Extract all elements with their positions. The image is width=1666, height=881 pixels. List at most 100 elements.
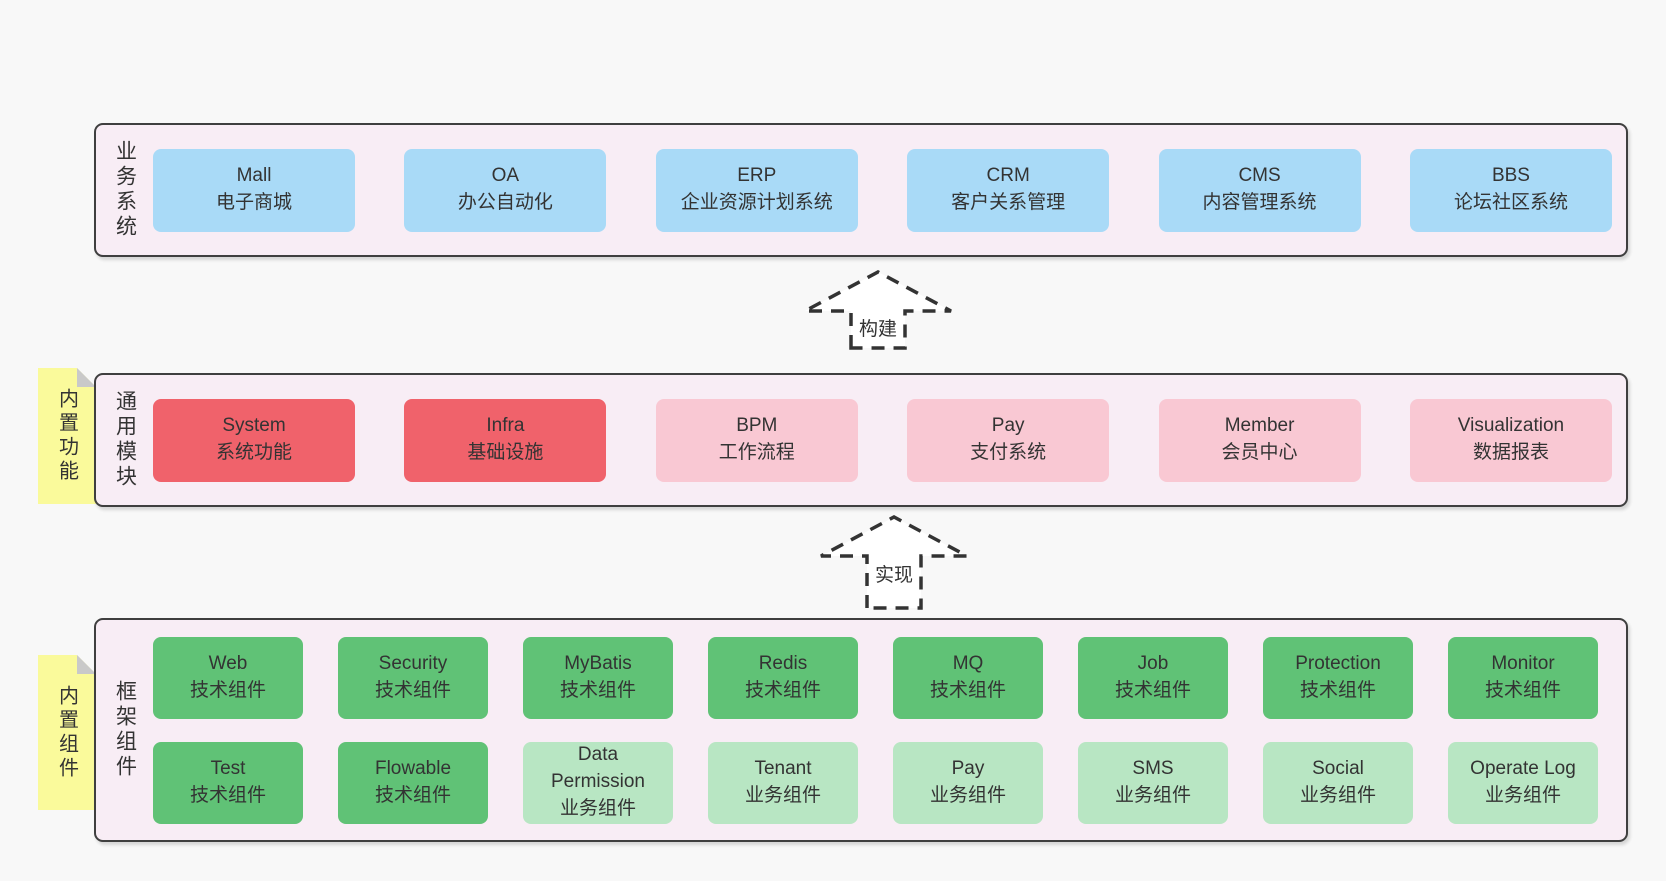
box-subtitle: 业务组件	[929, 784, 1006, 806]
box-flowable: Flowable 技术组件	[338, 741, 488, 824]
box-pay-system: Pay 支付系统	[907, 398, 1110, 482]
box-title: Web	[208, 652, 248, 674]
box-subtitle: 技术组件	[929, 679, 1006, 701]
box-mall: Mall 电子商城	[153, 148, 355, 232]
sticky-label: 内置组件	[55, 684, 78, 781]
box-monitor: Monitor 技术组件	[1448, 636, 1598, 719]
box-title: Monitor	[1491, 652, 1555, 674]
box-title: SMS	[1132, 757, 1174, 779]
box-subtitle: 技术组件	[189, 784, 266, 806]
box-web: Web 技术组件	[153, 636, 303, 719]
box-subtitle: 办公自动化	[457, 192, 553, 213]
box-subtitle: 客户关系管理	[951, 192, 1066, 213]
box-erp: ERP 企业资源计划系统	[655, 148, 858, 232]
box-redis: Redis 技术组件	[708, 636, 858, 719]
box-title: Pay	[951, 757, 985, 779]
box-tenant: Tenant 业务组件	[708, 741, 858, 824]
box-subtitle: 技术组件	[1114, 679, 1191, 701]
box-title: Member	[1224, 415, 1295, 437]
box-title: Data Permission	[551, 744, 645, 793]
box-subtitle: 电子商城	[215, 192, 292, 213]
box-subtitle: 系统功能	[215, 442, 292, 463]
box-cms: CMS 内容管理系统	[1158, 148, 1361, 232]
box-pay-component: Pay 业务组件	[893, 741, 1043, 824]
box-title: Social	[1312, 757, 1364, 779]
sticky-note-builtin-components: 内置组件	[38, 655, 96, 810]
components-boxes-grid: Web 技术组件 Security 技术组件 MyBatis 技术组件 Redi…	[153, 620, 1626, 840]
box-subtitle: 技术组件	[1484, 679, 1561, 701]
box-security: Security 技术组件	[338, 636, 488, 719]
box-subtitle: 技术组件	[559, 679, 636, 701]
box-title: Job	[1137, 652, 1169, 674]
box-subtitle: 支付系统	[970, 442, 1047, 463]
box-crm: CRM 客户关系管理	[907, 148, 1110, 232]
box-title: BBS	[1491, 165, 1530, 187]
box-subtitle: 内容管理系统	[1202, 192, 1317, 213]
dashed-up-arrow-icon	[804, 270, 952, 350]
box-subtitle: 论坛社区系统	[1453, 192, 1568, 213]
box-bbs: BBS 论坛社区系统	[1409, 148, 1612, 232]
box-title: ERP	[737, 165, 777, 187]
box-protection: Protection 技术组件	[1263, 636, 1413, 719]
box-title: Test	[210, 757, 246, 779]
box-title: Security	[378, 652, 448, 674]
box-data-permission: Data Permission 业务组件	[523, 741, 673, 824]
modules-boxes-row: System 系统功能 Infra 基础设施 BPM 工作流程 Pay 支付系统…	[153, 375, 1626, 505]
box-subtitle: 技术组件	[1299, 679, 1376, 701]
common-modules-panel: 通用模块 System 系统功能 Infra 基础设施 BPM 工作流程 Pay…	[94, 373, 1628, 507]
box-title: BPM	[736, 415, 778, 437]
business-boxes-row: Mall 电子商城 OA 办公自动化 ERP 企业资源计划系统 CRM 客户关系…	[153, 125, 1626, 255]
box-subtitle: 业务组件	[1114, 784, 1191, 806]
sticky-label: 内置功能	[55, 388, 78, 484]
arrow-implement-label: 实现	[871, 559, 917, 588]
panel-side-label: 业务系统	[113, 140, 137, 240]
box-title: CMS	[1238, 165, 1281, 187]
box-title: Redis	[758, 652, 808, 674]
box-subtitle: 技术组件	[189, 679, 266, 701]
arrow-build: 构建	[790, 264, 966, 356]
box-subtitle: 业务组件	[1299, 784, 1376, 806]
box-title: Infra	[486, 415, 525, 437]
box-infra: Infra 基础设施	[404, 398, 607, 482]
box-subtitle: 数据报表	[1472, 442, 1549, 463]
box-title: Flowable	[374, 757, 452, 779]
box-mybatis: MyBatis 技术组件	[523, 636, 673, 719]
arrow-implement: 实现	[806, 509, 982, 616]
box-subtitle: 业务组件	[1484, 784, 1561, 806]
box-oa: OA 办公自动化	[404, 148, 607, 232]
box-operate-log: Operate Log 业务组件	[1448, 741, 1598, 824]
box-test: Test 技术组件	[153, 741, 303, 824]
box-subtitle: 企业资源计划系统	[680, 192, 833, 213]
box-title: System	[222, 415, 286, 437]
sticky-note-builtin-features: 内置功能	[38, 368, 96, 504]
box-title: Operate Log	[1470, 757, 1576, 779]
box-job: Job 技术组件	[1078, 636, 1228, 719]
components-row-2: Test 技术组件 Flowable 技术组件 Data Permission …	[153, 741, 1598, 824]
panel-side-label: 通用模块	[113, 390, 137, 490]
box-mq: MQ 技术组件	[893, 636, 1043, 719]
box-member: Member 会员中心	[1158, 398, 1361, 482]
box-title: Visualization	[1457, 415, 1565, 437]
box-title: Pay	[991, 415, 1025, 437]
box-title: OA	[491, 165, 520, 187]
box-subtitle: 技术组件	[374, 679, 451, 701]
box-bpm: BPM 工作流程	[655, 398, 858, 482]
box-social: Social 业务组件	[1263, 741, 1413, 824]
box-subtitle: 工作流程	[718, 442, 795, 463]
box-system: System 系统功能	[153, 398, 355, 482]
box-subtitle: 业务组件	[744, 784, 821, 806]
box-visualization: Visualization 数据报表	[1409, 398, 1612, 482]
box-subtitle: 技术组件	[374, 784, 451, 806]
box-subtitle: 技术组件	[744, 679, 821, 701]
box-subtitle: 基础设施	[467, 442, 544, 463]
box-subtitle: 业务组件	[559, 797, 636, 819]
box-title: MQ	[952, 652, 984, 674]
framework-components-panel: 框架组件 Web 技术组件 Security 技术组件 MyBatis 技术组件…	[94, 618, 1628, 842]
panel-side-label: 框架组件	[113, 680, 137, 780]
box-title: MyBatis	[564, 652, 632, 674]
box-sms: SMS 业务组件	[1078, 741, 1228, 824]
components-row-1: Web 技术组件 Security 技术组件 MyBatis 技术组件 Redi…	[153, 636, 1598, 719]
arrow-build-label: 构建	[855, 313, 901, 342]
box-title: CRM	[986, 165, 1030, 187]
box-title: Protection	[1295, 652, 1381, 674]
